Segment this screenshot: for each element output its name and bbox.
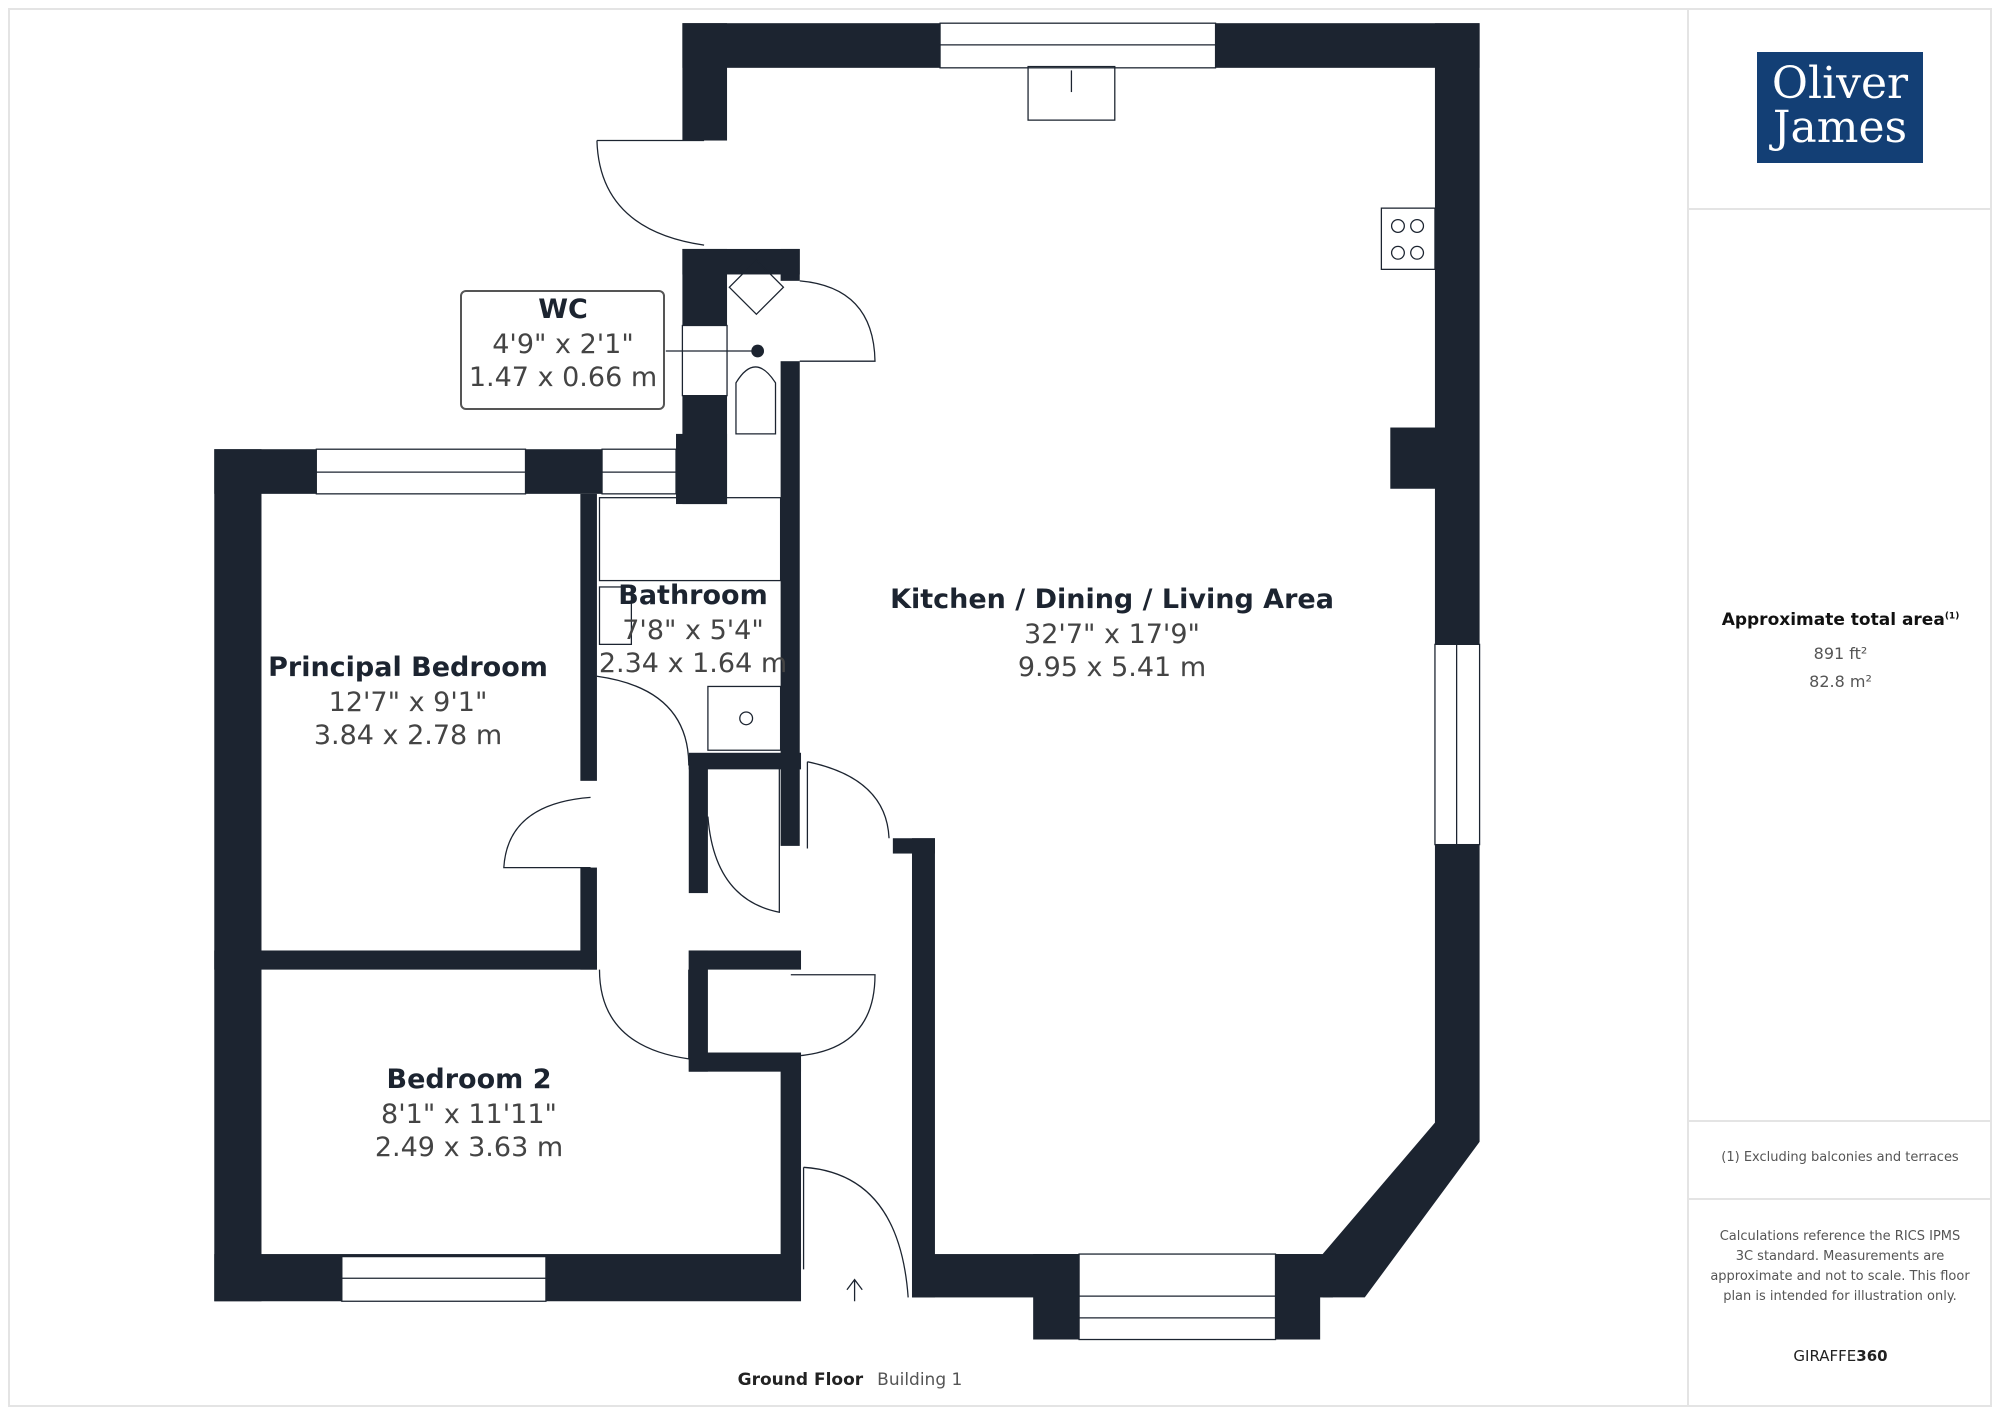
divider	[1689, 1198, 1992, 1200]
divider	[1689, 1120, 1992, 1122]
total-area-title: Approximate total area(1)	[1721, 610, 1960, 630]
sidebar-divider	[1687, 8, 1689, 1407]
logo-line1: Oliver	[1771, 58, 1909, 109]
divider	[1689, 208, 1992, 210]
doors-and-fixtures	[503, 65, 1436, 1302]
wc-label-box	[460, 290, 665, 410]
disclaimer: Calculations reference the RICS IPMS 3C …	[1710, 1229, 1970, 1304]
company-logo: Oliver James	[1757, 52, 1923, 163]
logo-line2: James	[1772, 102, 1908, 153]
building-name: Building 1	[877, 1370, 963, 1390]
floor-name: Ground Floor	[737, 1370, 864, 1390]
giraffe360-brand: GIRAFFE360	[1793, 1347, 1888, 1365]
footnote: (1) Excluding balconies and terraces	[1721, 1150, 1959, 1165]
page-frame	[8, 8, 1992, 1407]
windows	[315, 22, 1481, 1341]
area-ft: 891 ft²	[1813, 644, 1868, 663]
area-m: 82.8 m²	[1809, 672, 1872, 691]
floor-caption: Ground Floor Building 1	[0, 1370, 1700, 1390]
